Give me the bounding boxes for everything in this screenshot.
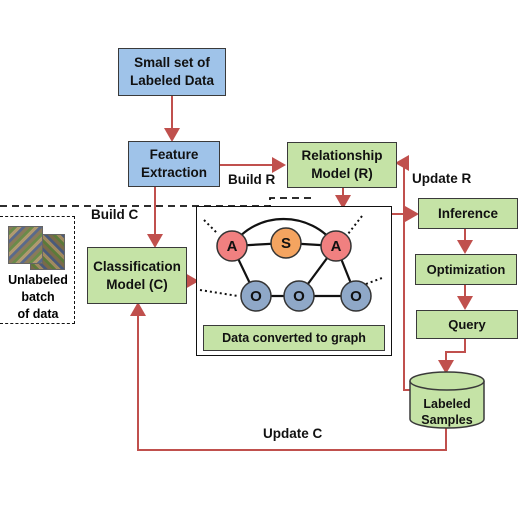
- labeled-samples-label: Labeled Samples: [421, 397, 473, 427]
- graph-caption-box: Data converted to graph: [203, 325, 385, 351]
- unlabeled-data-region: [0, 216, 75, 324]
- optimization-box: Optimization: [415, 254, 517, 285]
- node-o1: O: [250, 288, 262, 305]
- node-a1: A: [227, 238, 238, 255]
- query-box: Query: [416, 310, 518, 339]
- unlabeled-image-front: [8, 226, 43, 264]
- node-o3: O: [350, 288, 362, 305]
- relationship-model-box: Relationship Model (R): [287, 142, 397, 188]
- update-r-label: Update R: [412, 171, 472, 186]
- graph-drawing: A S A O O O: [199, 215, 383, 312]
- build-c-label: Build C: [91, 207, 139, 222]
- arrow-update-r: [395, 155, 411, 391]
- dashed-separator: [0, 197, 316, 207]
- build-r-label: Build R: [228, 172, 276, 187]
- node-a2: A: [331, 238, 342, 255]
- node-o2: O: [293, 288, 305, 305]
- arrow-query-to-samples: [438, 338, 466, 374]
- classification-model-box: Classification Model (C): [87, 247, 187, 304]
- update-c-label: Update C: [263, 426, 323, 441]
- inference-box: Inference: [418, 198, 518, 229]
- labeled-data-box: Small set of Labeled Data: [118, 48, 226, 96]
- arrow-update-c: [130, 302, 447, 451]
- node-s: S: [281, 235, 291, 252]
- feature-extraction-box: Feature Extraction: [128, 141, 220, 187]
- labeled-samples-cylinder: [409, 371, 485, 429]
- unlabeled-batch-label: Unlabeled batch of data: [8, 273, 68, 321]
